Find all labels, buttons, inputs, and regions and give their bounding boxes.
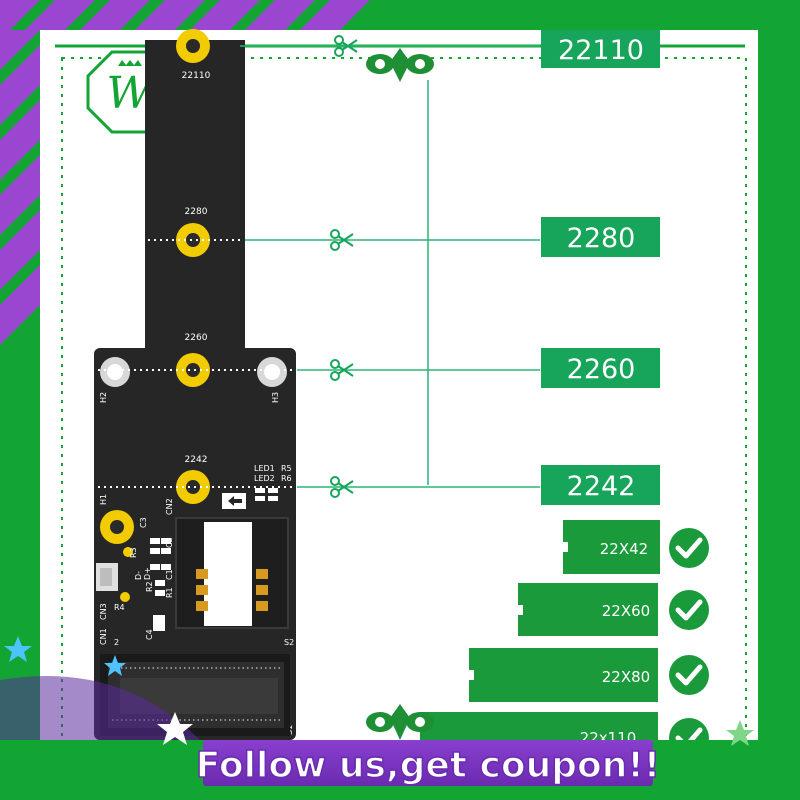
scissors-icon <box>330 229 354 251</box>
length-tags: 22110 2280 2260 2242 <box>541 30 660 505</box>
cut-guides <box>240 45 540 488</box>
scissors-icon <box>334 35 358 57</box>
module-22x42: 22X42 <box>563 520 660 574</box>
scissors-icons <box>330 35 358 498</box>
svg-text:22X42: 22X42 <box>600 540 648 558</box>
hole-label-22110: 22110 <box>182 71 211 81</box>
svg-text:C4: C4 <box>145 629 154 640</box>
check-icon <box>669 655 709 695</box>
scissors-icon <box>330 476 354 498</box>
svg-text:2242: 2242 <box>567 471 636 502</box>
star-icons <box>4 636 754 746</box>
scissors-icon <box>330 359 354 381</box>
svg-text:H2: H2 <box>99 392 108 403</box>
svg-text:R4: R4 <box>114 603 125 612</box>
silkscreen-labels: H2 H3 H1 CN2 LED1 R5 LED2 R6 C3 R3 D- D+… <box>99 392 294 735</box>
svg-text:LED1: LED1 <box>254 464 275 473</box>
svg-text:H1: H1 <box>99 494 108 505</box>
tag-2280 <box>541 217 660 257</box>
check-icon <box>669 528 709 568</box>
svg-text:2: 2 <box>114 638 119 647</box>
frame-right <box>758 0 800 800</box>
module-22x80: 22X80 <box>469 648 658 702</box>
svg-text:R2: R2 <box>145 581 154 592</box>
svg-text:R3: R3 <box>129 547 138 558</box>
module-22x60: 22X60 <box>518 583 658 636</box>
svg-text:C1: C1 <box>165 569 174 580</box>
svg-text:R1: R1 <box>165 587 174 598</box>
tag-2260 <box>541 348 660 388</box>
svg-text:R6: R6 <box>281 474 292 483</box>
tag-22110 <box>541 30 660 68</box>
svg-text:D-: D- <box>134 571 143 580</box>
pcb-board: 22110 2280 2260 2242 H2 H3 H1 CN2 LED1 R… <box>94 29 296 740</box>
hole-label-2242: 2242 <box>185 455 208 465</box>
svg-text:S2: S2 <box>284 638 294 647</box>
svg-text:22X60: 22X60 <box>602 602 650 620</box>
module-list: 22X42 22X60 22X80 22x110 <box>420 520 660 752</box>
ornament-top <box>366 48 434 82</box>
svg-text:2260: 2260 <box>567 354 636 385</box>
star-icon <box>157 712 193 745</box>
star-icon <box>104 655 126 676</box>
star-icon <box>4 636 32 662</box>
svg-text:2280: 2280 <box>567 223 636 254</box>
svg-text:CN3: CN3 <box>99 603 108 620</box>
sim-slot <box>175 517 289 629</box>
svg-text:CN2: CN2 <box>165 498 174 515</box>
svg-text:R5: R5 <box>281 464 292 473</box>
hole-label-2260: 2260 <box>185 333 208 343</box>
banner-text: Follow us,get coupon!! <box>196 745 660 786</box>
coupon-banner: Follow us,get coupon!! <box>195 740 661 787</box>
svg-text:22110: 22110 <box>558 35 644 66</box>
svg-text:C3: C3 <box>139 517 148 528</box>
star-icon <box>726 720 754 746</box>
hole-label-2280: 2280 <box>185 207 208 217</box>
check-icons <box>669 528 709 758</box>
ornament-bottom <box>366 704 434 740</box>
svg-text:22X80: 22X80 <box>602 668 650 686</box>
svg-text:LED2: LED2 <box>254 474 275 483</box>
svg-text:H3: H3 <box>271 392 280 403</box>
check-icon <box>669 590 709 630</box>
svg-text:CN1: CN1 <box>99 628 108 645</box>
svg-text:D+: D+ <box>143 567 152 580</box>
tag-2242 <box>541 465 660 505</box>
